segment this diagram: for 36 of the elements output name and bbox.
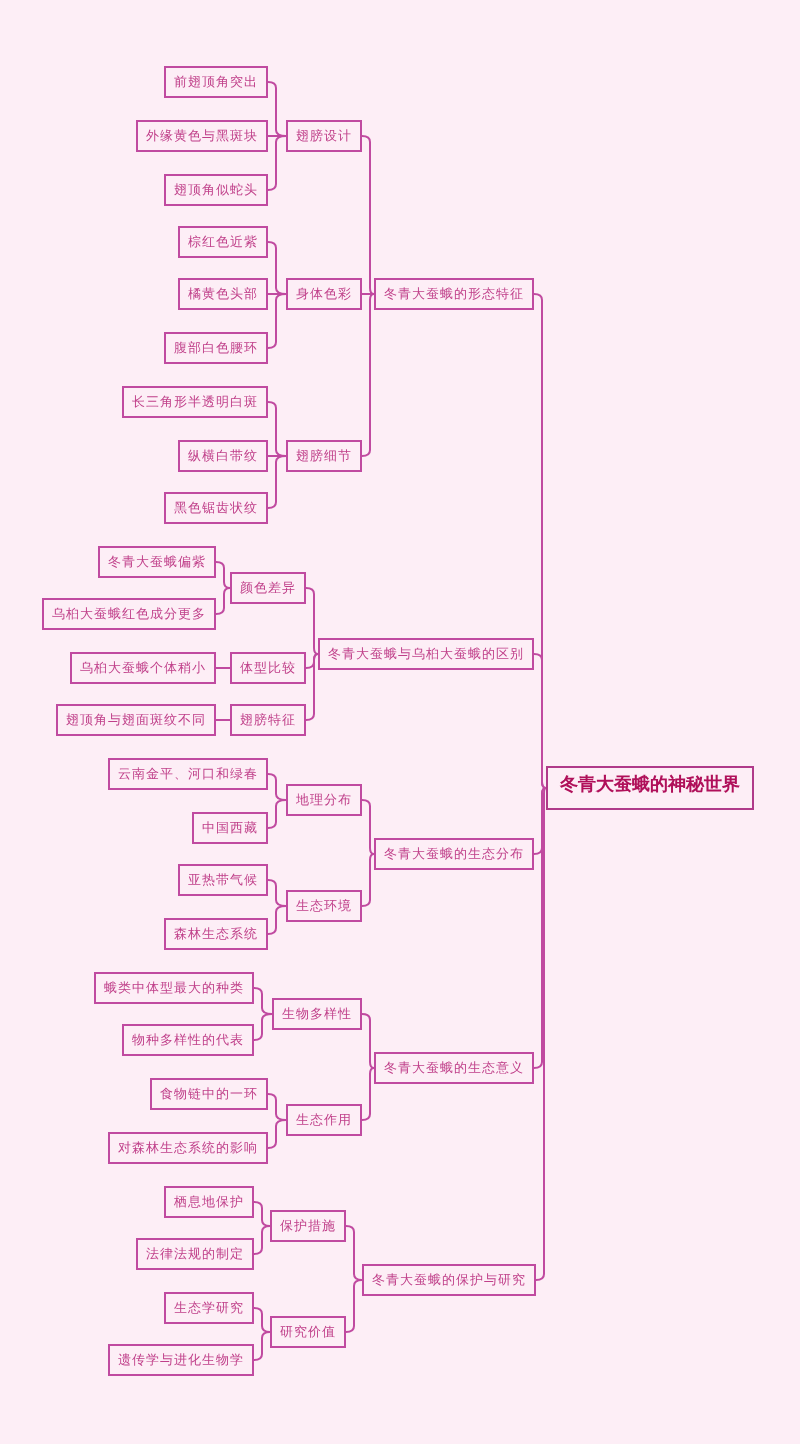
connector-line xyxy=(361,293,375,457)
connector-line xyxy=(215,667,231,669)
connector-line xyxy=(533,787,547,1069)
connector-line xyxy=(267,455,287,509)
connector-line xyxy=(361,135,375,295)
connector-line xyxy=(361,799,375,855)
connector-line xyxy=(253,1201,271,1227)
connector-line xyxy=(267,241,287,295)
connector-line xyxy=(253,1331,271,1361)
connector-line xyxy=(361,1067,375,1121)
connector-line xyxy=(361,1013,375,1069)
connector-line xyxy=(267,401,287,457)
connector-line xyxy=(215,587,231,615)
connector-line xyxy=(305,587,319,655)
connector-line xyxy=(535,787,547,1281)
connector-line xyxy=(267,879,287,907)
connector-line xyxy=(267,1093,287,1121)
connector-line xyxy=(267,81,287,137)
connector-line xyxy=(345,1279,363,1333)
connector-line xyxy=(345,1225,363,1281)
connector-line xyxy=(267,905,287,935)
connector-line xyxy=(253,1013,273,1041)
root-topic-box: 冬青大蚕蛾的神秘世界 xyxy=(546,766,754,810)
connector-line xyxy=(305,653,319,721)
connector-line xyxy=(267,1119,287,1149)
connector-line xyxy=(361,853,375,907)
connector-line xyxy=(253,1225,271,1255)
connector-line xyxy=(267,799,287,829)
connector-line xyxy=(533,653,547,789)
connector-line xyxy=(267,135,287,191)
connector-line xyxy=(253,987,273,1015)
connector-line xyxy=(267,293,287,349)
connector-line xyxy=(215,561,231,589)
connector-line xyxy=(253,1307,271,1333)
connector-line xyxy=(215,719,231,721)
connector-line xyxy=(267,773,287,801)
